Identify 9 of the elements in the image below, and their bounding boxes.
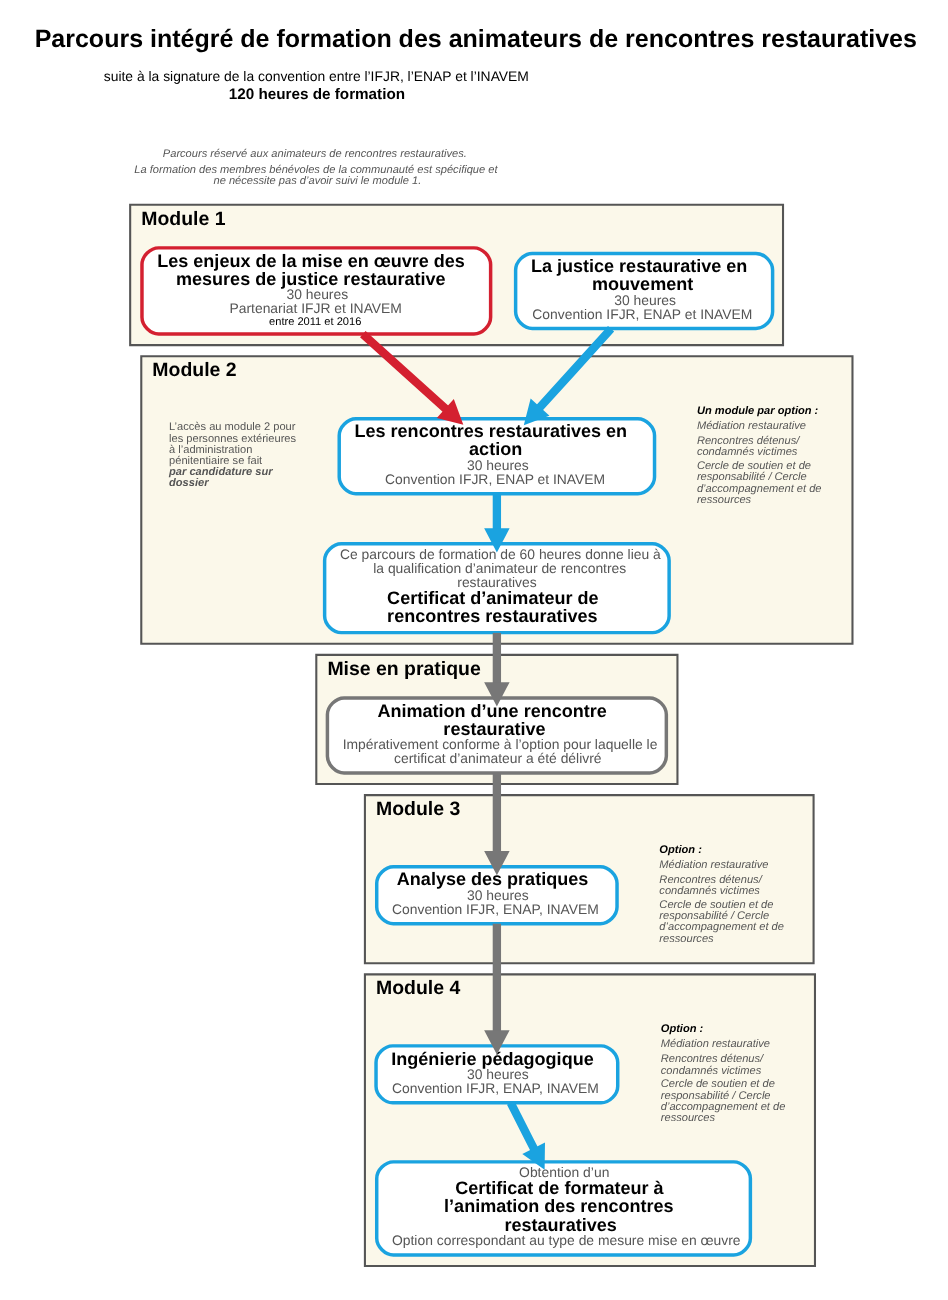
arrow bbox=[483, 632, 509, 707]
label: 120 heures de formation bbox=[227, 84, 405, 103]
arrow bbox=[359, 331, 463, 425]
arrow bbox=[483, 494, 509, 553]
diagram-title: Parcours intégré de formation des animateurs de rencontres restauratives bbox=[33, 25, 916, 54]
arrow bbox=[522, 326, 614, 426]
arrow bbox=[506, 1101, 544, 1170]
arrow bbox=[483, 773, 509, 876]
arrow bbox=[483, 923, 509, 1055]
